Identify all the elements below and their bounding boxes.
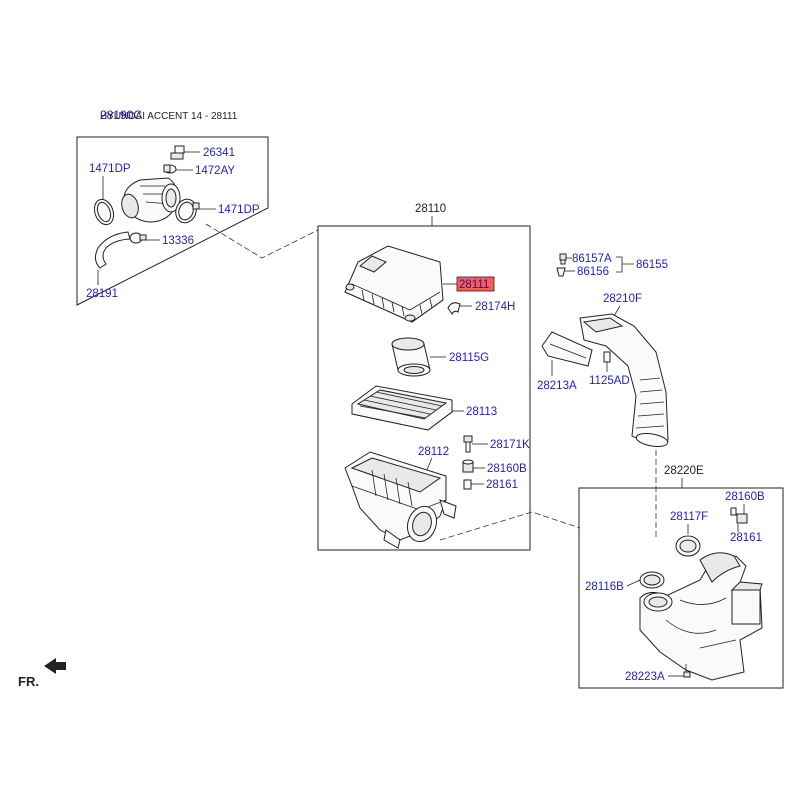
air-cleaner-body-part bbox=[344, 451, 457, 549]
label-28160B-lower[interactable]: 28160B bbox=[725, 491, 765, 503]
bolt-86157A-part bbox=[559, 253, 567, 265]
front-label: FR. bbox=[18, 674, 39, 689]
collar-lower-part bbox=[730, 507, 737, 516]
label-28111[interactable]: 28111 bbox=[459, 279, 489, 291]
label-28213A[interactable]: 28213A bbox=[537, 380, 577, 392]
label-28191[interactable]: 28191 bbox=[86, 288, 118, 300]
sensor-bolt-part bbox=[170, 145, 185, 160]
center-group-frame bbox=[317, 225, 531, 551]
hose-clamp-right bbox=[175, 198, 200, 224]
leader-28116B bbox=[626, 579, 641, 587]
bracket-86155 bbox=[616, 256, 634, 273]
label-28174H[interactable]: 28174H bbox=[475, 301, 515, 313]
hose-clamp-left bbox=[93, 198, 115, 226]
lower-group-title: 28220E bbox=[664, 465, 704, 477]
clip-part bbox=[163, 164, 177, 174]
label-13336[interactable]: 13336 bbox=[162, 235, 194, 247]
hose-ring-part bbox=[639, 571, 665, 589]
grommet-28160B-part bbox=[462, 459, 474, 473]
breather-hose-part bbox=[94, 231, 131, 269]
bolt-1125AD-part bbox=[603, 351, 611, 363]
lower-group-frame bbox=[578, 487, 784, 689]
clip-28174H-part bbox=[447, 302, 461, 315]
intake-duct-long-part bbox=[579, 313, 669, 448]
bracket-28213A-part bbox=[541, 331, 593, 367]
resonator-housing-part bbox=[639, 552, 763, 681]
label-28113[interactable]: 28113 bbox=[466, 406, 497, 418]
label-28161-lower[interactable]: 28161 bbox=[730, 532, 762, 544]
label-86157A[interactable]: 86157A bbox=[572, 253, 612, 265]
front-direction-indicator: FR. bbox=[18, 658, 66, 689]
label-86155[interactable]: 86155 bbox=[636, 259, 668, 271]
label-1471DP-right[interactable]: 1471DP bbox=[218, 204, 260, 216]
label-28117F[interactable]: 28117F bbox=[670, 511, 708, 523]
collar-28161-part bbox=[463, 479, 472, 490]
connector-center-lower bbox=[439, 511, 581, 541]
header-title: HYUNDAI ACCENT 14 - 28111 bbox=[100, 111, 238, 122]
clip-86156-part bbox=[556, 267, 566, 277]
bolt-28171K-part bbox=[463, 435, 473, 453]
label-1472AY[interactable]: 1472AY bbox=[195, 165, 235, 177]
label-28160B-center[interactable]: 28160B bbox=[487, 463, 527, 475]
air-cleaner-cover-part bbox=[344, 245, 444, 323]
label-1125AD[interactable]: 1125AD bbox=[589, 375, 630, 387]
center-group-title: 28110 bbox=[415, 203, 446, 215]
front-arrow-icon bbox=[44, 658, 66, 674]
seal-ring-part bbox=[675, 535, 701, 557]
sleeve-part bbox=[391, 337, 431, 377]
left-group-frame bbox=[76, 136, 269, 306]
clip-28223A-part bbox=[683, 671, 691, 678]
label-28161-center[interactable]: 28161 bbox=[486, 479, 518, 491]
label-86156[interactable]: 86156 bbox=[577, 266, 609, 278]
label-28112[interactable]: 28112 bbox=[418, 446, 449, 458]
leader-28210F bbox=[613, 305, 621, 317]
filter-element-part bbox=[351, 385, 453, 431]
small-clamp-part bbox=[129, 232, 147, 244]
left-group: 26341 1472AY 1471DP bbox=[76, 136, 269, 306]
label-28223A[interactable]: 28223A bbox=[625, 671, 665, 683]
label-28116B[interactable]: 28116B bbox=[585, 581, 624, 593]
grommet-lower-part bbox=[736, 513, 748, 524]
label-26341[interactable]: 26341 bbox=[203, 147, 235, 159]
label-28171K[interactable]: 28171K bbox=[490, 439, 530, 451]
label-1471DP-left[interactable]: 1471DP bbox=[89, 163, 131, 175]
connector-left-center bbox=[205, 223, 319, 259]
header-overlap-label: 28190C bbox=[100, 108, 142, 122]
label-28210F[interactable]: 28210F bbox=[603, 293, 642, 305]
intake-duct-part bbox=[121, 177, 181, 223]
label-28115G[interactable]: 28115G bbox=[449, 352, 489, 364]
selected-part-highlight bbox=[456, 276, 495, 292]
